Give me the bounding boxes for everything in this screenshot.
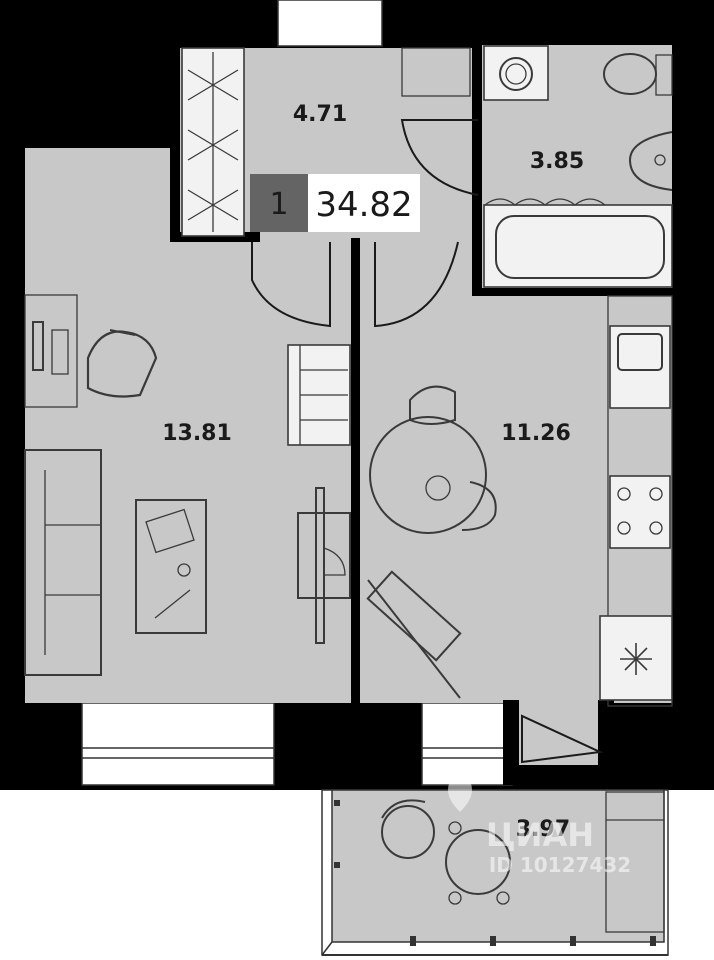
washing-machine-icon [483, 45, 549, 101]
dining-chair-icon [409, 385, 497, 531]
living-room-furniture [24, 294, 351, 676]
desk-icon [24, 294, 78, 408]
watermark-brand: ЦИАН [486, 816, 594, 854]
kitchen-area-label: 11.26 [501, 421, 571, 446]
apartment-summary-badge: 1 34.82 [250, 174, 420, 232]
toilet-icon [603, 53, 673, 96]
window-openings [81, 0, 513, 786]
balcony [321, 789, 669, 956]
bathroom-fixtures [483, 45, 673, 288]
room-count: 1 [269, 187, 288, 222]
tv-stand-icon [297, 487, 351, 644]
bathroom-door-icon [400, 119, 479, 196]
stove-icon [609, 475, 671, 549]
bathroom-area-label: 3.85 [530, 149, 584, 174]
wardrobe-icon [181, 47, 245, 237]
fridge-icon [599, 615, 673, 701]
balcony-chair-icon [381, 799, 435, 859]
desk-chair-icon [86, 329, 158, 398]
living-room-door-icon [251, 242, 331, 328]
total-area: 34.82 [315, 185, 412, 225]
location-pin-icon [448, 778, 472, 812]
hall-area-label: 4.71 [293, 102, 347, 127]
watermark: ЦИАН ID 10127432 [448, 778, 631, 877]
sofa-icon [24, 449, 102, 676]
balcony-table-icon [445, 821, 511, 905]
doors [251, 119, 604, 764]
area-labels: 4.71 3.85 13.81 11.26 3.97 [162, 102, 584, 842]
dining-table-icon [369, 416, 487, 534]
balcony-door-icon [521, 714, 604, 764]
kitchen-furniture [366, 295, 673, 707]
internal-walls [170, 45, 672, 785]
balcony-area-label: 3.97 [516, 817, 570, 842]
living-room-area-label: 13.81 [162, 421, 232, 446]
kitchen-sink-icon [609, 325, 671, 409]
hall-cabinet [401, 47, 471, 97]
bathtub-icon [483, 198, 673, 288]
kitchen-door-icon [374, 241, 459, 328]
coffee-table-icon [135, 499, 207, 634]
kitchen-tv-icon [366, 570, 462, 699]
sink-icon [628, 131, 673, 191]
watermark-id: ID 10127432 [489, 853, 631, 877]
bookshelf-icon [287, 344, 351, 446]
kitchen-counter [607, 295, 673, 707]
